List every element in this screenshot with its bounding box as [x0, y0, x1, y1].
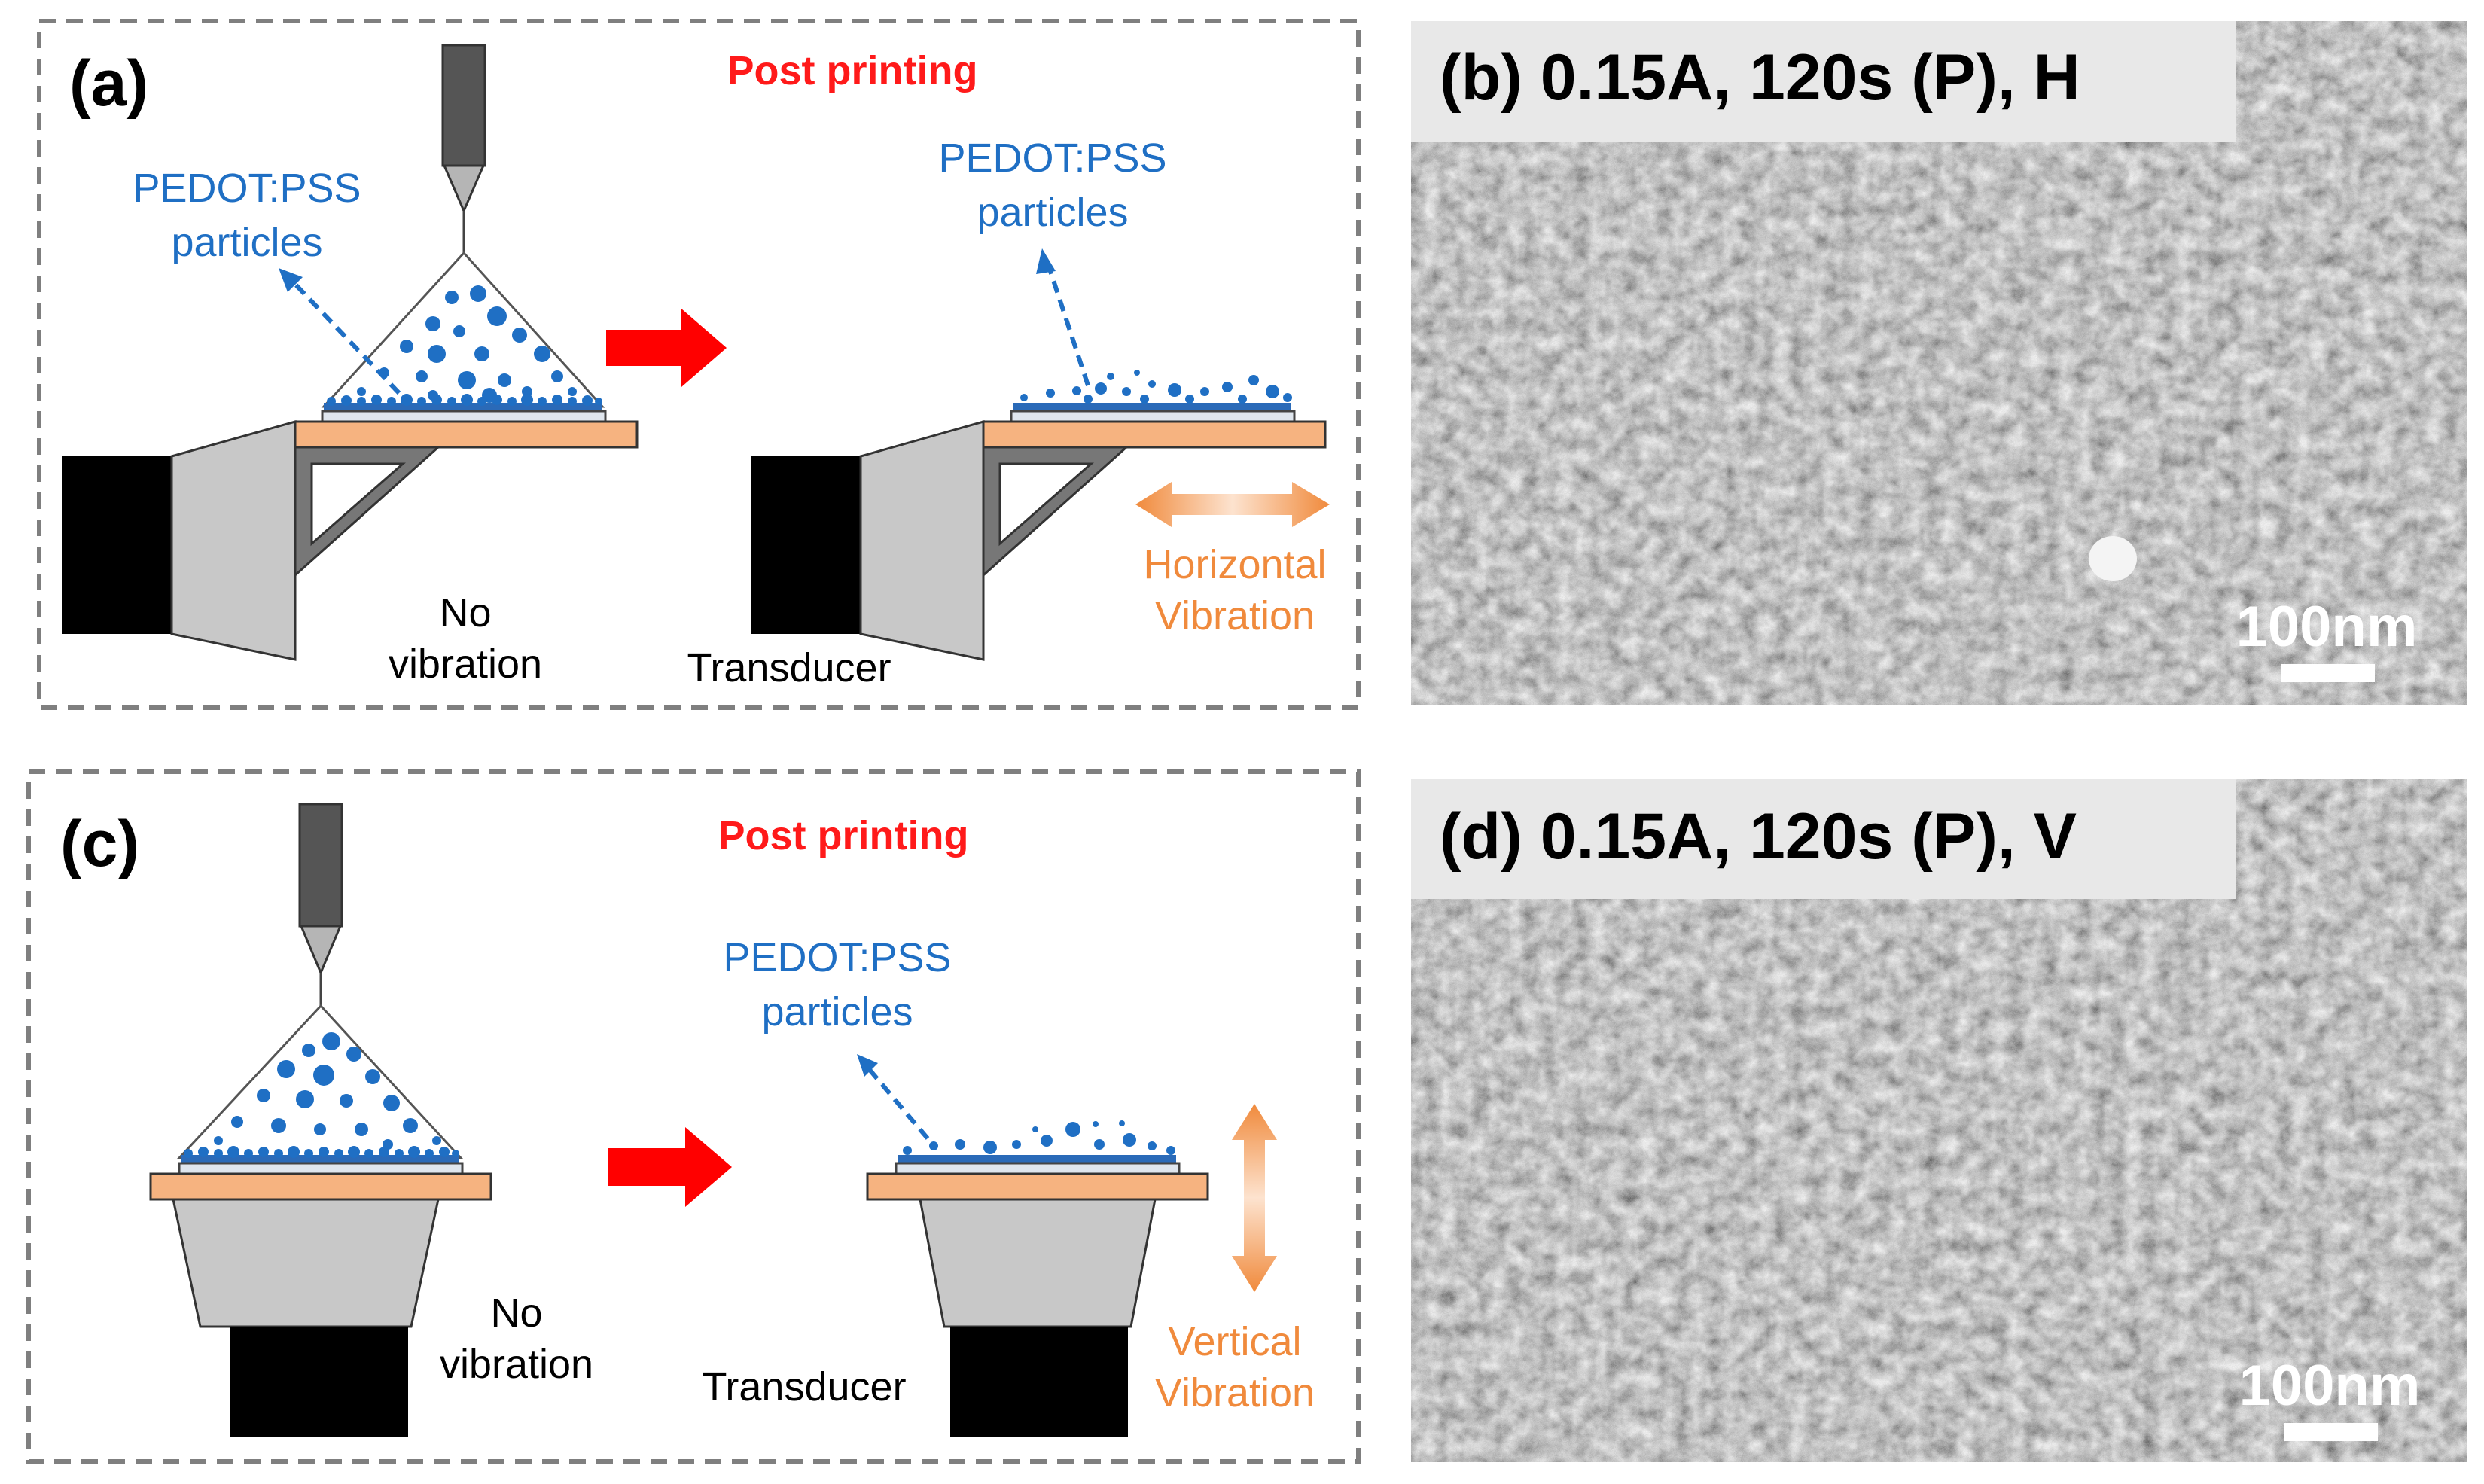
state-label-c-2: vibration	[440, 1342, 593, 1387]
process-arrow-a	[606, 309, 727, 387]
particle-cluster-left	[357, 285, 577, 403]
transducer-block-left	[62, 456, 172, 634]
particle-layer-left	[324, 394, 602, 412]
transducer-block-c-right	[950, 1327, 1128, 1437]
nozzle-left	[441, 44, 486, 253]
panel-a-label: (a)	[69, 47, 148, 120]
particles-label-left-1: PEDOT:PSS	[133, 166, 361, 211]
state-label-c-1: No	[490, 1291, 542, 1336]
transducer-block-c-left	[230, 1327, 408, 1437]
process-arrow-c	[608, 1127, 732, 1207]
transducer-horn-c-right	[919, 1198, 1157, 1328]
transducer-horn-c-left	[172, 1198, 440, 1328]
panel-a-frame	[37, 19, 1361, 710]
particle-cluster-c	[214, 1032, 441, 1150]
scale-bar-d	[2284, 1423, 2378, 1441]
vibration-label-a-1: Horizontal	[1143, 542, 1326, 587]
state-label-left-2: vibration	[389, 641, 542, 687]
particles-label-right-a-1: PEDOT:PSS	[938, 136, 1166, 181]
transducer-label-c: Transducer	[702, 1364, 906, 1409]
particles-pointer-c	[864, 1064, 930, 1140]
transducer-label-a: Transducer	[687, 645, 891, 690]
particles-pointer-left	[288, 276, 401, 395]
panel-d-label-bg	[1411, 779, 2236, 899]
panel-c-frame	[26, 769, 1361, 1464]
scale-bar-label-d: 100nm	[2239, 1354, 2421, 1418]
particle-layer-c-left	[181, 1146, 459, 1164]
panel-b-label: (b) 0.15A, 120s (P), H	[1440, 41, 2080, 114]
particles-label-c-1: PEDOT:PSS	[723, 935, 951, 980]
panel-a: (a) Post printing	[37, 19, 1361, 710]
horizontal-vibration-arrow	[1135, 482, 1330, 527]
vertical-vibration-arrow	[1232, 1104, 1277, 1292]
scale-bar-b	[2281, 664, 2375, 682]
vibration-label-a-2: Vibration	[1155, 593, 1315, 638]
particles-label-c-2: particles	[761, 989, 913, 1035]
vibration-label-c-2: Vibration	[1155, 1370, 1315, 1415]
particles-label-right-a-2: particles	[977, 190, 1128, 235]
thin-substrate-c-left	[178, 1162, 464, 1175]
sem-particle-b	[2089, 536, 2137, 581]
panel-d-label: (d) 0.15A, 120s (P), V	[1440, 800, 2077, 873]
nozzle-c	[298, 803, 343, 1006]
panel-c-label: (c)	[60, 808, 139, 880]
transducer-horn-right-a	[859, 420, 985, 661]
panel-a-title: Post printing	[727, 48, 978, 93]
particle-layer-c-right	[898, 1120, 1176, 1164]
panel-b-label-bg	[1411, 21, 2236, 142]
panel-b: (b) 0.15A, 120s (P), H 100nm	[1411, 21, 2467, 705]
thin-substrate-left	[321, 410, 607, 423]
thin-substrate-right-a	[1010, 410, 1296, 423]
particle-layer-right-a	[1013, 370, 1292, 412]
transducer-horn-left	[170, 420, 297, 661]
transducer-block-right-a	[751, 456, 861, 634]
scale-bar-label-b: 100nm	[2236, 595, 2418, 659]
particles-label-left-2: particles	[171, 220, 322, 265]
state-label-left-1: No	[439, 590, 491, 635]
substrate-left	[294, 420, 639, 449]
substrate-right-a	[982, 420, 1327, 449]
substrate-c-right	[866, 1172, 1209, 1201]
thin-substrate-c-right	[895, 1162, 1181, 1175]
substrate-c-left	[149, 1172, 492, 1201]
panel-c: (c) Post printing No vibra	[26, 769, 1361, 1464]
particles-pointer-right-a	[1044, 259, 1090, 386]
panel-c-title: Post printing	[718, 813, 969, 858]
vibration-label-c-1: Vertical	[1168, 1319, 1301, 1364]
panel-d: (d) 0.15A, 120s (P), V 100nm	[1411, 779, 2467, 1462]
